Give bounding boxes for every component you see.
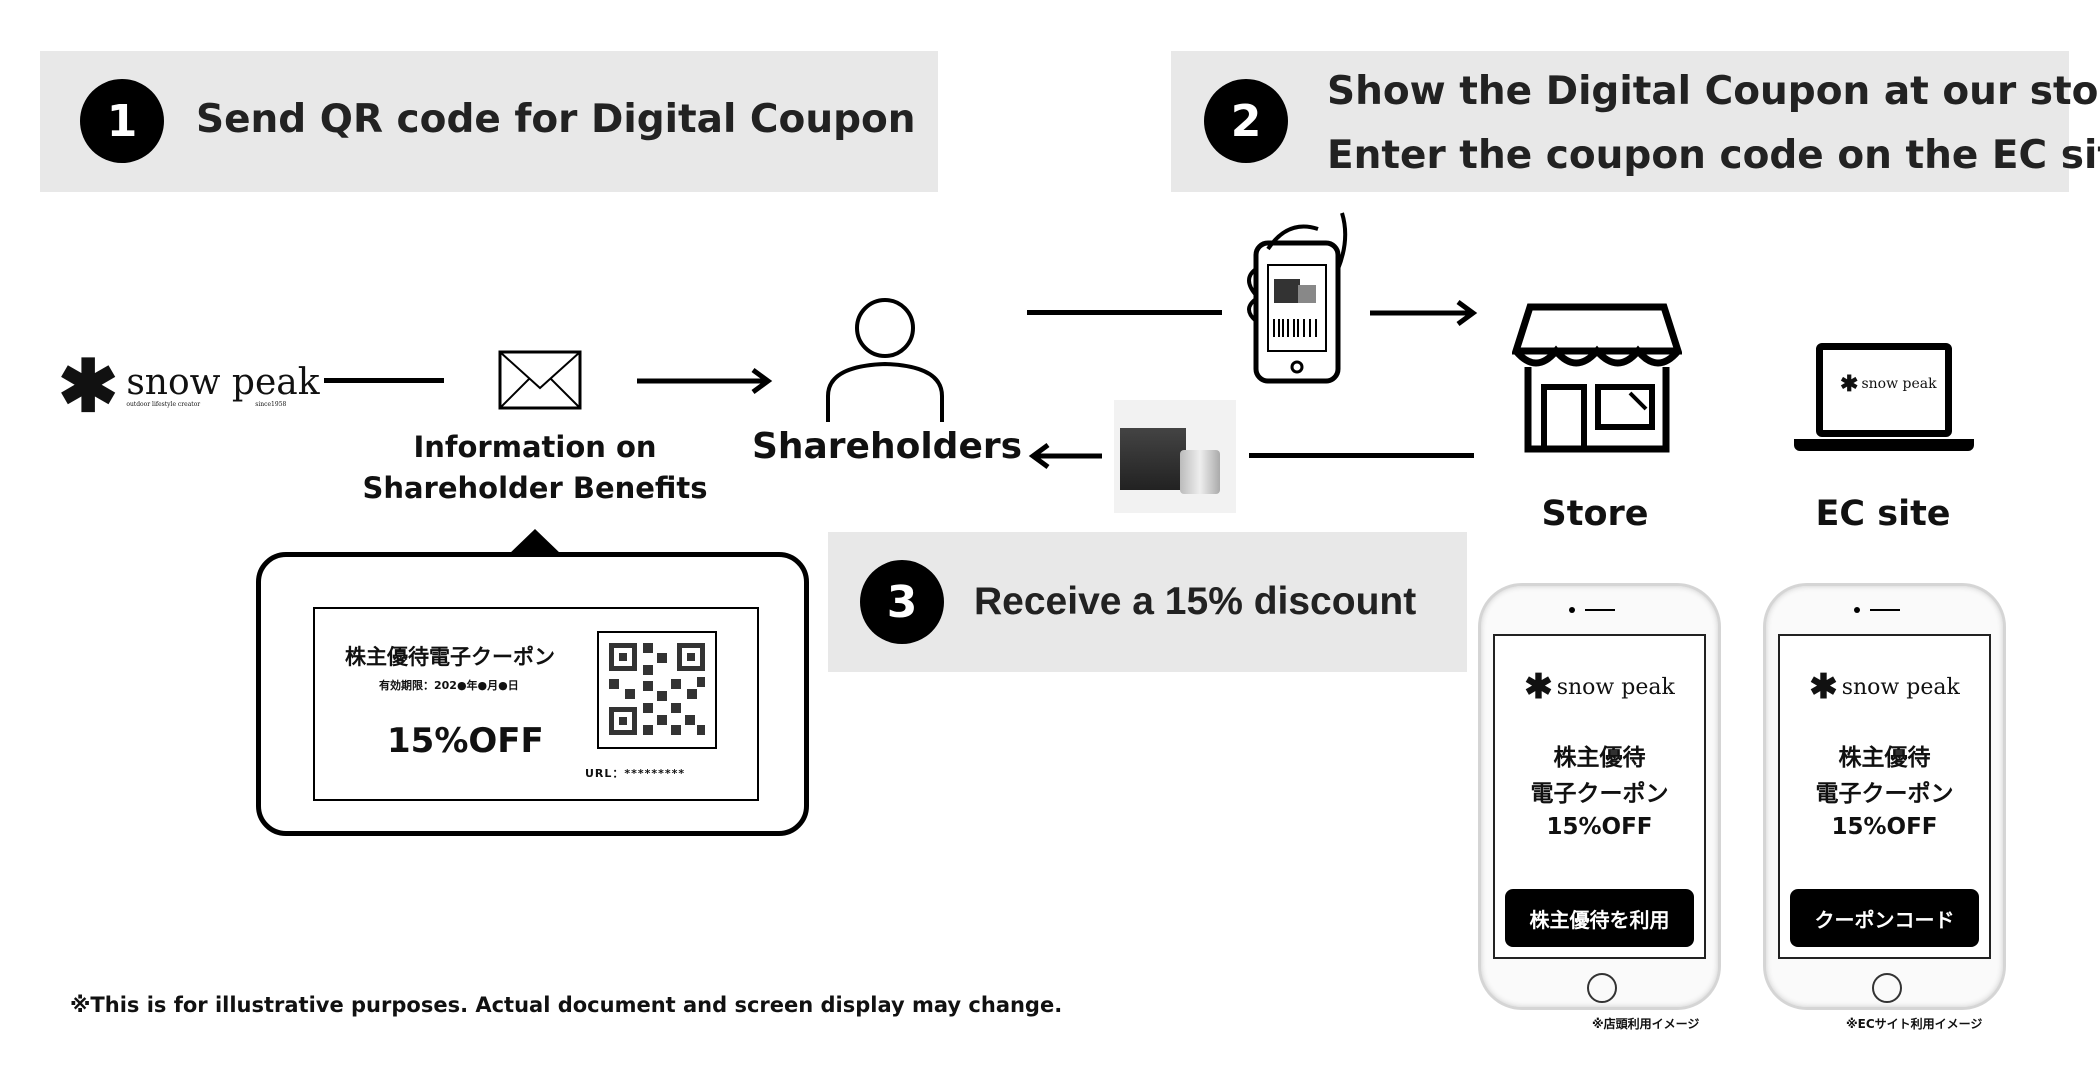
phone-in-hand-icon [1247, 212, 1348, 384]
phone-store-mockup: ✱snow peak 株主優待 電子クーポン 15%OFF 株主優待を利用 [1478, 583, 1721, 1010]
phone-discount: 15%OFF [1546, 814, 1653, 840]
phone-title-line1: 株主優待 [1553, 745, 1646, 771]
qr-code-icon [597, 631, 717, 749]
ec-caption: ※ECサイト利用イメージ [1846, 1017, 1983, 1031]
phone-speaker [1585, 609, 1615, 611]
product-image [1114, 400, 1236, 513]
phone-title-line1: 株主優待 [1838, 745, 1931, 771]
logo-tagline: outdoor lifestyle creator [126, 400, 201, 408]
info-label-line2: Shareholder Benefits [362, 471, 708, 505]
phone-speaker [1870, 609, 1900, 611]
coupon-code-button[interactable]: クーポンコード [1790, 889, 1979, 947]
paper-coupon: 株主優待電子クーポン 有効期限：202●年●月●日 15%OFF URL：***… [313, 607, 759, 801]
shareholders-label: Shareholders [751, 426, 1023, 467]
snowflake-icon: ✱ [1524, 667, 1553, 707]
phone-title-line2: 電子クーポン [1530, 781, 1669, 807]
step-number-1: 1 [80, 79, 164, 163]
connector-line [1027, 310, 1222, 315]
phone-screen: ✱snow peak 株主優待 電子クーポン 15%OFF 株主優待を利用 [1493, 634, 1706, 959]
store-caption: ※店頭利用イメージ [1592, 1017, 1700, 1031]
laptop-logo-brand: snow peak [1861, 376, 1937, 392]
store-icon [1512, 303, 1682, 453]
step-number-2: 2 [1204, 79, 1288, 163]
logo-brand: snow peak [126, 361, 320, 403]
laptop-icon: ✱snow peak [1794, 343, 1974, 453]
coupon-url: URL：********* [585, 767, 686, 780]
arrow-right-icon [1370, 299, 1478, 327]
use-benefit-button[interactable]: 株主優待を利用 [1505, 889, 1694, 947]
phone-discount: 15%OFF [1831, 814, 1938, 840]
info-label-line1: Information on [413, 430, 657, 464]
arrow-right-icon [637, 367, 773, 395]
home-button [1587, 973, 1617, 1003]
connector-line [1249, 453, 1474, 458]
envelope-icon [498, 350, 582, 410]
phone-screen: ✱snow peak 株主優待 電子クーポン 15%OFF クーポンコード [1778, 634, 1991, 959]
phone-logo-brand: snow peak [1841, 674, 1960, 700]
coupon-discount: 15%OFF [387, 721, 544, 761]
step-2-text-line2: Enter the coupon code on the EC site [1327, 133, 2100, 178]
step-number-3: 3 [860, 560, 944, 644]
logo-since: since1958 [255, 400, 287, 408]
coupon-bubble: 株主優待電子クーポン 有効期限：202●年●月●日 15%OFF URL：***… [256, 552, 809, 836]
snowflake-icon: ✱ [1809, 667, 1838, 707]
coupon-bubble-pointer [508, 529, 562, 555]
arrow-left-icon [1028, 442, 1102, 470]
phone-ec-mockup: ✱snow peak 株主優待 電子クーポン 15%OFF クーポンコード [1763, 583, 2006, 1010]
step-2-text-line1: Show the Digital Coupon at our store [1327, 69, 2100, 114]
footnote: ※This is for illustrative purposes. Actu… [70, 993, 1063, 1017]
step-1-banner: 1 Send QR code for Digital Coupon [40, 51, 938, 192]
step-1-text: Send QR code for Digital Coupon [196, 97, 916, 142]
home-button [1872, 973, 1902, 1003]
snowflake-icon: ✱ [58, 343, 119, 428]
person-icon [826, 298, 944, 422]
ec-site-label: EC site [1815, 494, 1951, 534]
phone-logo-brand: snow peak [1556, 674, 1675, 700]
step-3-banner: 3 Receive a 15% discount [828, 532, 1467, 672]
step-3-text: Receive a 15% discount [974, 580, 1417, 623]
connector-line [324, 378, 444, 383]
store-label: Store [1541, 494, 1649, 534]
phone-title-line2: 電子クーポン [1815, 781, 1954, 807]
coupon-expiry: 有効期限：202●年●月●日 [379, 679, 519, 692]
step-2-banner: 2 Show the Digital Coupon at our store E… [1171, 51, 2100, 192]
snowflake-icon: ✱ [1840, 371, 1859, 397]
coupon-title: 株主優待電子クーポン [345, 645, 555, 669]
